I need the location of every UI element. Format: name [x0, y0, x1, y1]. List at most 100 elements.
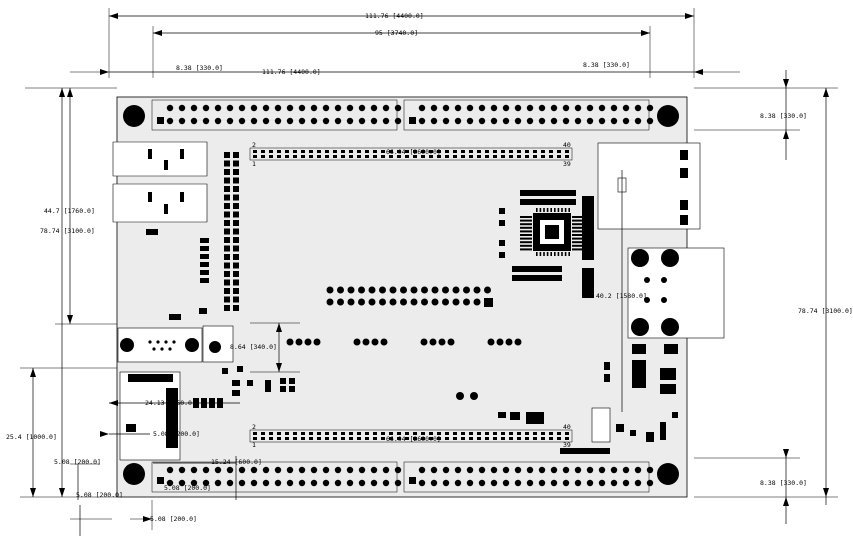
row-via [429, 338, 437, 346]
strip-pad [533, 432, 537, 435]
header-pin [574, 104, 582, 112]
strip-pad [269, 432, 273, 435]
column-pad [224, 262, 230, 269]
strip-pad [445, 150, 449, 153]
header-pin [490, 466, 498, 474]
qfp-pin [536, 252, 538, 256]
strip-pad [453, 437, 457, 440]
grid-via [326, 286, 334, 294]
header-pin [166, 117, 174, 125]
row-via [447, 338, 455, 346]
strip-pad [285, 437, 289, 440]
column-pad [224, 271, 230, 277]
strip-pad [437, 437, 441, 440]
header-pin [454, 466, 462, 474]
header-pin [166, 466, 174, 474]
header-pin [250, 479, 258, 487]
strip-pad [469, 150, 473, 153]
strip-pad [381, 432, 385, 435]
strip-pad [333, 437, 337, 440]
strip-pad [253, 432, 257, 435]
dim-right-offset-top: 8.38 [330.0] [583, 61, 630, 69]
header-pin [166, 479, 174, 487]
header-pin [358, 104, 366, 112]
header-pin [322, 104, 330, 112]
header-pin [622, 117, 630, 125]
grid-via [484, 286, 491, 294]
strip-pad [509, 432, 513, 435]
qfp-pin [539, 208, 542, 212]
header-bottom-left [151, 461, 402, 493]
strip-pad [421, 432, 425, 435]
header-pin [430, 479, 438, 487]
dim-header-span: 44.7 [1760.0] [44, 207, 95, 215]
pin2-label-bottom: 2 [252, 423, 256, 431]
column-pad [224, 203, 230, 209]
qfp-pin [543, 252, 545, 256]
strip-pad [549, 155, 553, 158]
strip-pad [509, 437, 513, 440]
strip-pad [405, 432, 409, 435]
strip-pad [357, 155, 361, 158]
header-pin [598, 117, 606, 125]
pin2-label-top: 2 [252, 141, 256, 149]
strip-pad [341, 432, 345, 435]
grid-via [368, 298, 376, 306]
card-slot [119, 371, 181, 461]
header-pin [382, 479, 390, 487]
strip-pad [453, 155, 457, 158]
header-pin [274, 117, 282, 125]
strip-pad [277, 150, 281, 153]
strip-pad [445, 432, 449, 435]
header-pin [574, 466, 582, 474]
strip-pad [389, 150, 393, 153]
row-via [371, 338, 379, 346]
strip-pad [445, 437, 449, 440]
header-pin [550, 479, 558, 487]
header-pin [274, 479, 282, 487]
header-pin [190, 104, 198, 112]
header-pin [298, 104, 306, 112]
header-pin [466, 466, 474, 474]
strip-pad [525, 437, 529, 440]
db-connector [117, 325, 234, 363]
stacked-connector [627, 247, 725, 339]
strip-pad [397, 432, 401, 435]
strip-pad [405, 150, 409, 153]
header-pin [646, 104, 654, 112]
header-pin [178, 479, 186, 487]
column-pad [224, 160, 230, 167]
column-pad [233, 237, 239, 243]
dim-stacked-small: 5.08 [200.0] [76, 491, 123, 499]
column-pad [224, 288, 230, 294]
pin1-label-top: 1 [252, 160, 256, 168]
header-pin [538, 479, 546, 487]
dim-inner-span: 95 [3740.0] [375, 29, 418, 37]
qfp-pin [572, 223, 584, 226]
strip-pad [325, 150, 329, 153]
header-pin [250, 104, 258, 112]
header-pin [454, 117, 462, 125]
header-pin [454, 479, 462, 487]
strip-pad [501, 437, 505, 440]
strip-pad [285, 150, 289, 153]
strip-pad [525, 432, 529, 435]
strip-pad [253, 150, 257, 153]
header-pin [238, 479, 246, 487]
strip-pad [533, 150, 537, 153]
row-via [496, 338, 504, 346]
column-pad [224, 228, 230, 235]
strip-pad [293, 432, 297, 435]
row-via [505, 338, 513, 346]
dim-right-module: 40.2 [1580.0] [596, 292, 647, 300]
strip-pad [253, 155, 257, 158]
row-via [438, 338, 446, 346]
pin40-label-top: 40 [563, 141, 571, 149]
column-pad [224, 194, 230, 201]
strip-pad [333, 432, 337, 435]
dim-left-offset: 8.38 [330.0] [176, 64, 223, 72]
header-pin [442, 104, 450, 112]
header-pin [622, 466, 630, 474]
header-pin [226, 104, 234, 112]
